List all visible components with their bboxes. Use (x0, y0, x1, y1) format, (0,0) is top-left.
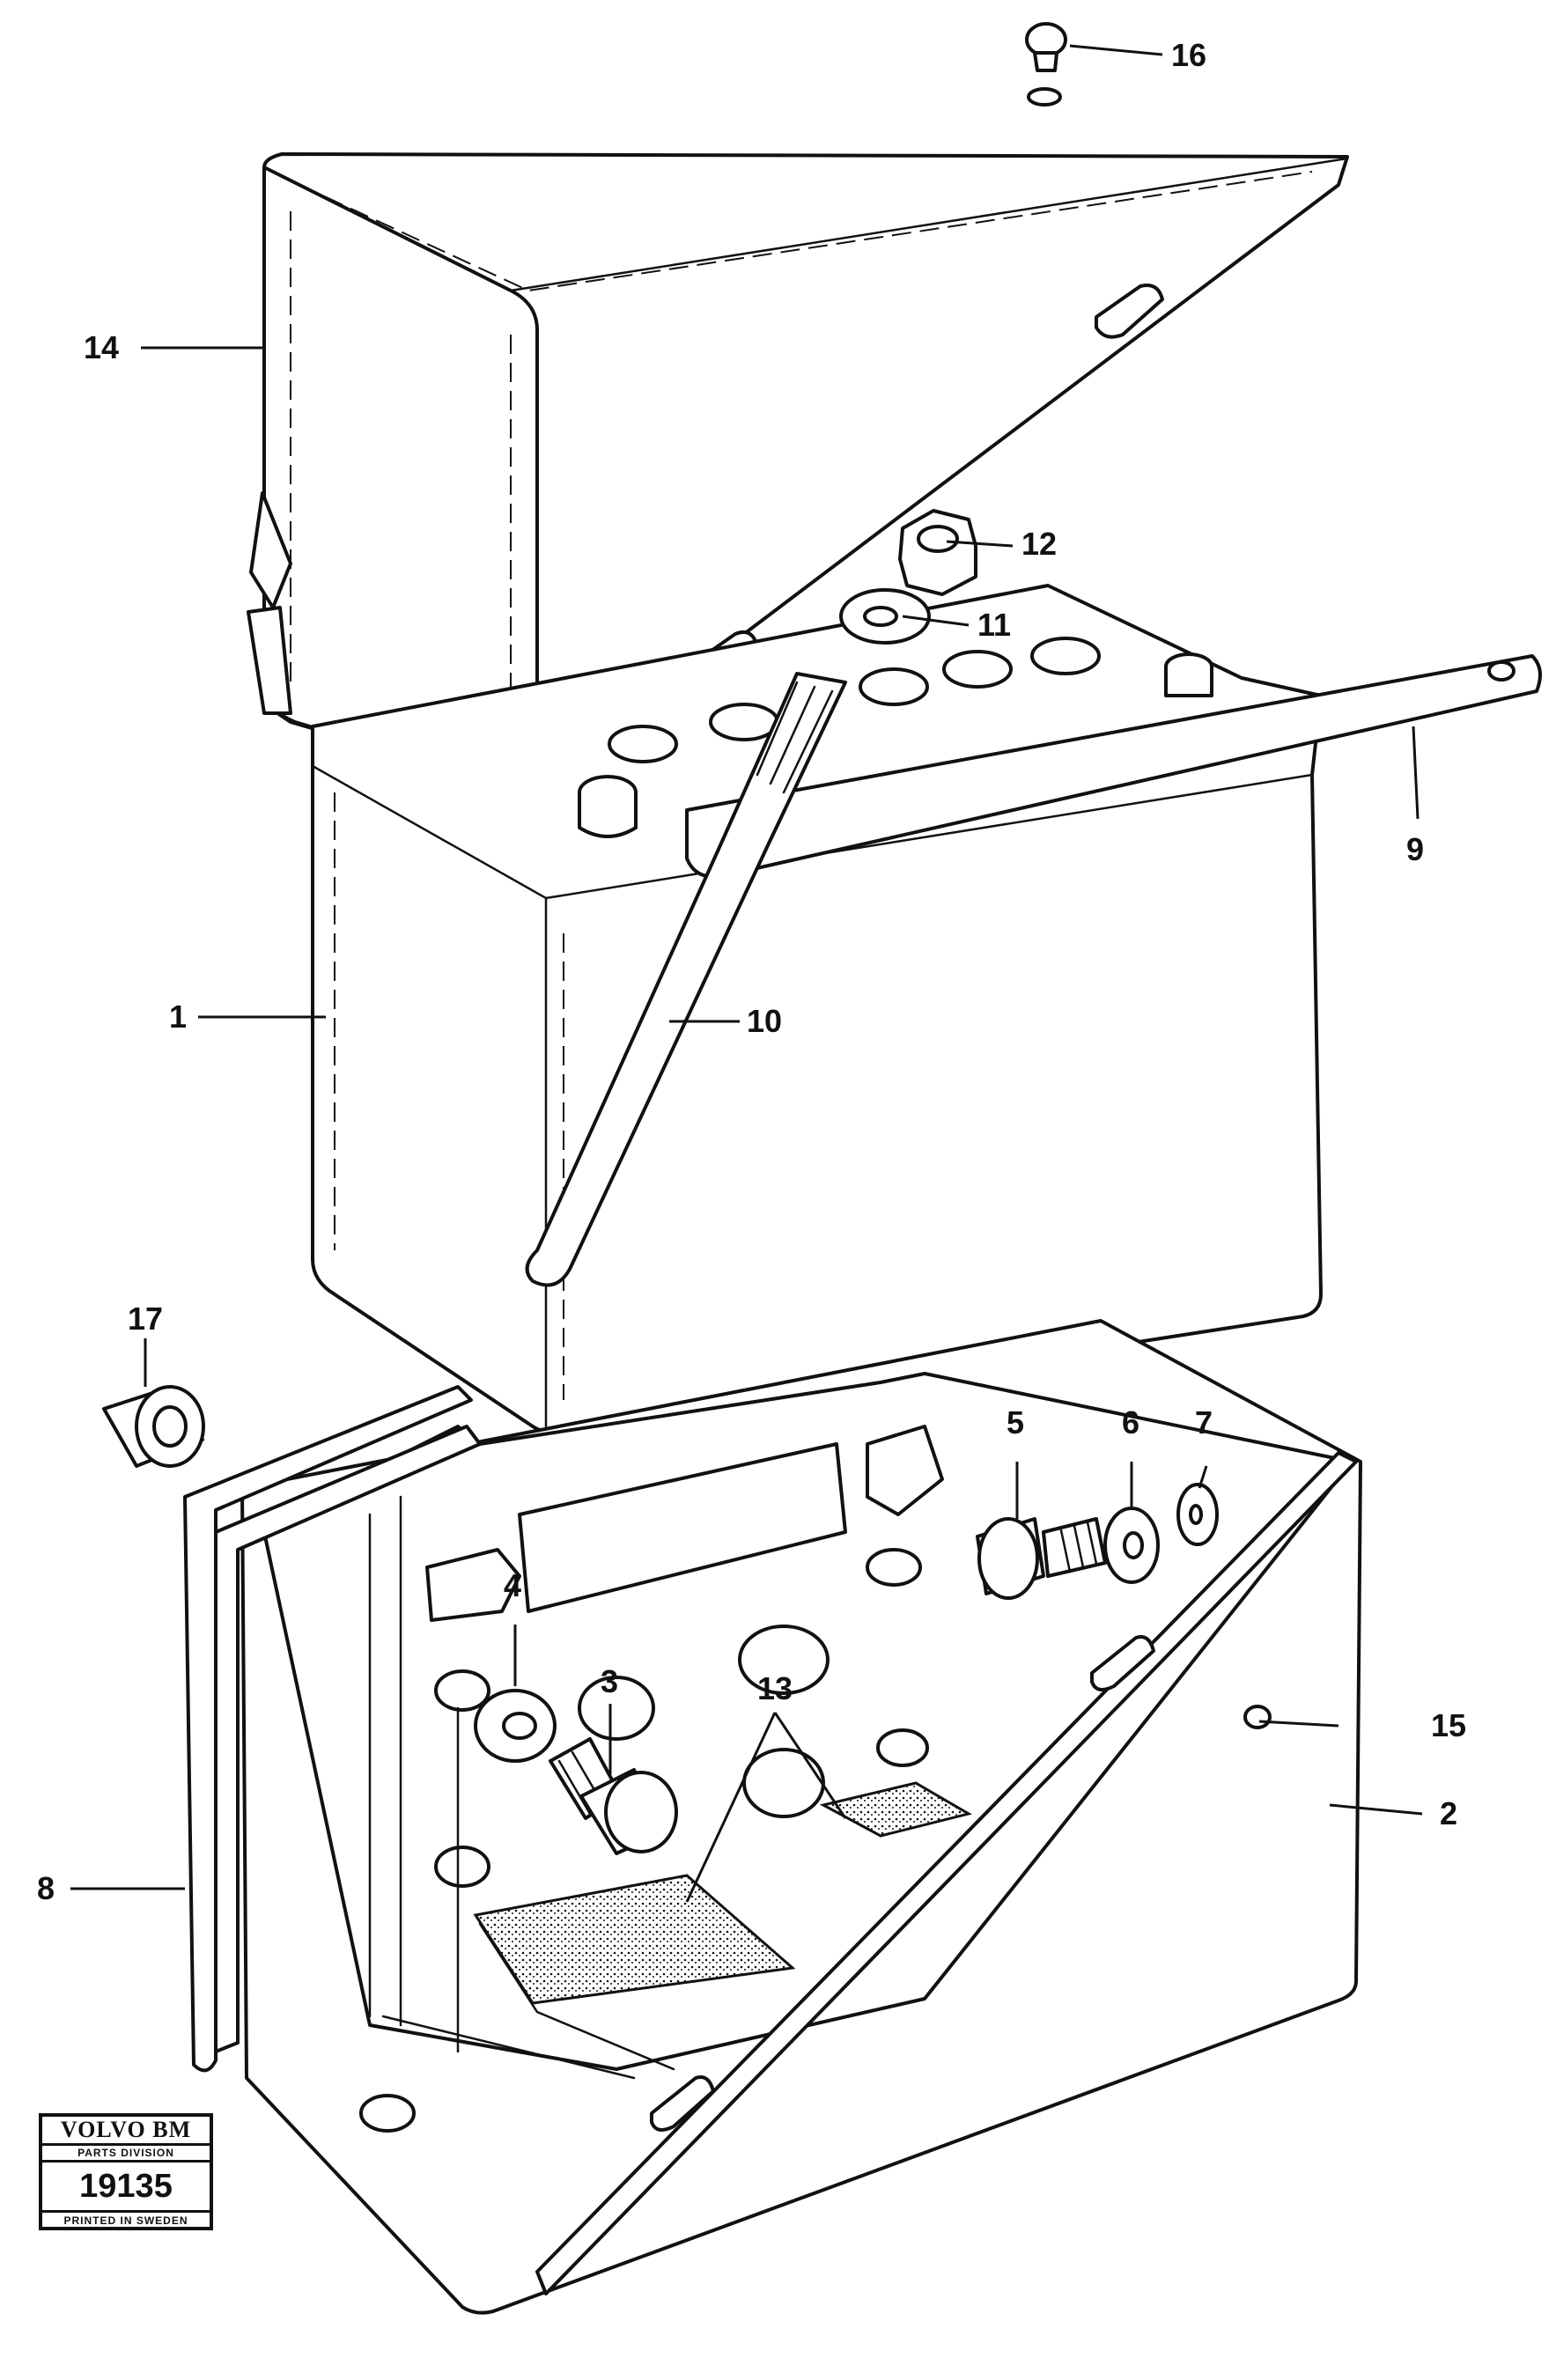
callout-17: 17 (128, 1301, 163, 1337)
sleeve-17 (102, 1385, 205, 1468)
battery-cover (247, 152, 1349, 792)
logo-division: PARTS DIVISION (42, 2146, 210, 2163)
callout-4: 4 (504, 1567, 521, 1603)
volvo-bm-logo-box: VOLVO BM PARTS DIVISION 19135 PRINTED IN… (39, 2113, 213, 2230)
leader-lines (70, 44, 1423, 1903)
nut-12 (898, 509, 977, 596)
bolt-5 (976, 1517, 1107, 1600)
logo-printed-note: PRINTED IN SWEDEN (63, 2214, 188, 2227)
callout-2: 2 (1440, 1795, 1457, 1831)
callout-7: 7 (1195, 1404, 1213, 1441)
cover-knob (1025, 22, 1067, 107)
logo-brand: VOLVO BM (42, 2117, 210, 2146)
callout-5: 5 (1007, 1404, 1024, 1441)
washer-11 (839, 588, 931, 645)
callout-numbers: 16 14 12 11 9 1 10 17 5 6 7 4 3 13 15 2 … (37, 37, 1466, 1906)
callout-11: 11 (977, 607, 1011, 643)
callout-15: 15 (1431, 1707, 1466, 1743)
callout-10: 10 (747, 1003, 782, 1039)
washer-6 (1103, 1507, 1160, 1584)
callout-12: 12 (1021, 526, 1057, 562)
washer-4 (474, 1689, 557, 1763)
battery-caps (578, 637, 1213, 838)
hook-rod (525, 672, 847, 1287)
callout-6: 6 (1122, 1404, 1139, 1441)
callout-13: 13 (757, 1670, 793, 1706)
clip-15 (1243, 1705, 1272, 1729)
seal-strip (183, 1385, 482, 2073)
bolt-3 (549, 1737, 678, 1855)
callout-9: 9 (1406, 831, 1424, 867)
callout-8: 8 (37, 1870, 55, 1906)
callout-1: 1 (169, 998, 187, 1035)
callout-16: 16 (1171, 37, 1206, 73)
callout-14: 14 (84, 329, 119, 365)
clamp-bar (685, 654, 1542, 879)
callout-3: 3 (601, 1663, 618, 1699)
washer-7 (1176, 1483, 1219, 1546)
illustration-number: 19135 (42, 2163, 210, 2213)
